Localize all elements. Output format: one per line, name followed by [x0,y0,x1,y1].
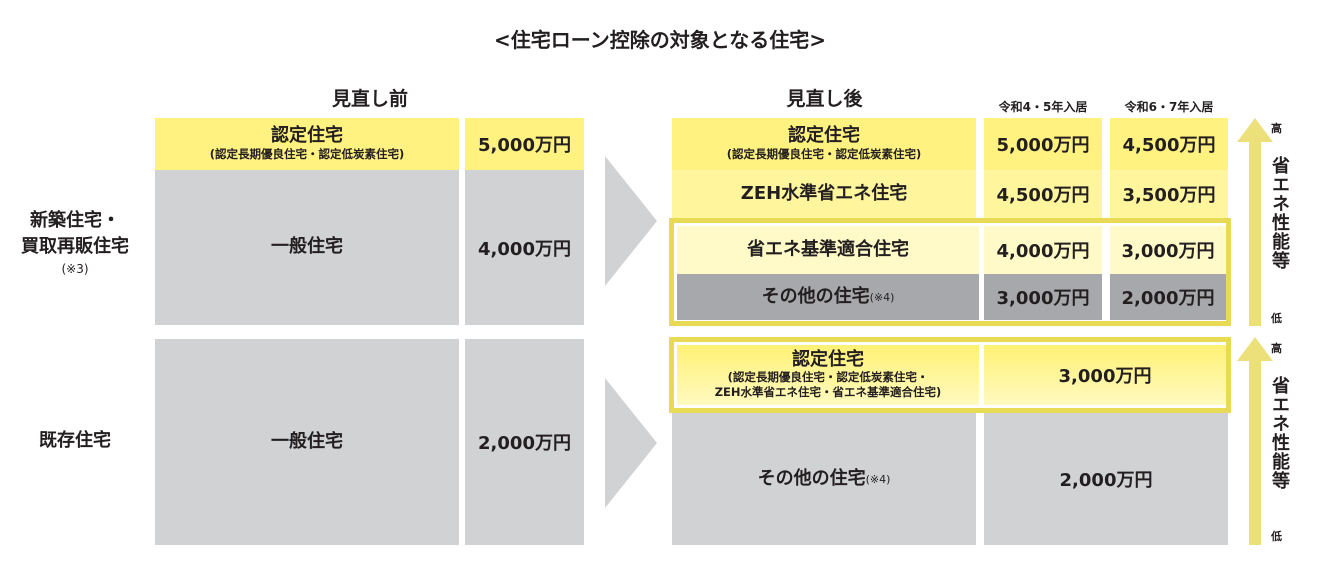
after-other-cell: その他の住宅 (※4) [677,274,979,320]
diagram-title: <住宅ローン控除の対象となる住宅> [494,28,826,52]
after-nintei-label: 認定住宅 [788,125,860,147]
col-header-r6-7: 令和6・7年入居 [1124,100,1214,114]
after-other-r4-5: 3,000万円 [996,288,1090,309]
after-existing-other-cell: その他の住宅 (※4) [672,413,976,545]
after-existing-nintei-price-cell: 3,000万円 [984,345,1226,405]
after-shoene-label: 省エネ基準適合住宅 [747,238,909,260]
transition-arrow-icon [605,156,657,286]
after-shoene-r6-7-cell: 3,000万円 [1110,226,1226,274]
before-existing-general-cell: 一般住宅 [155,339,459,545]
after-existing-highlight-group: 認定住宅 (認定長期優良住宅・認定低炭素住宅・ ZEH水準省エネ住宅・省エネ基準… [669,337,1231,413]
arrow-low-label-existing: 低 [1271,530,1282,543]
before-nintei-price: 5,000万円 [478,135,571,156]
before-nintei-price-cell: 5,000万円 [465,118,584,170]
after-zeh-r6-7-cell: 3,500万円 [1110,170,1228,218]
row-label-new-note: (※3) [61,262,89,277]
energy-performance-arrow-icon-existing [1237,337,1273,545]
after-other-r6-7: 2,000万円 [1121,288,1215,309]
after-other-note: (※4) [869,290,895,304]
after-zeh-r6-7: 3,500万円 [1122,185,1216,206]
after-other-r4-5-cell: 3,000万円 [984,274,1102,320]
after-existing-other-note: (※4) [865,472,891,486]
after-other-label: その他の住宅 [761,285,870,307]
after-zeh-r4-5: 4,500万円 [996,185,1090,206]
energy-performance-arrow-icon [1237,118,1273,326]
after-existing-nintei-cell: 認定住宅 (認定長期優良住宅・認定低炭素住宅・ ZEH水準省エネ住宅・省エネ基準… [677,345,979,405]
arrow-high-label: 高 [1271,122,1282,135]
row-label-new-resale: 新築住宅・ 買取再販住宅 (※3) [0,208,150,279]
after-zeh-r4-5-cell: 4,500万円 [984,170,1102,218]
before-general-price: 4,000万円 [478,238,571,260]
after-nintei-r6-7-cell: 4,500万円 [1110,118,1228,170]
after-nintei-cell: 認定住宅 (認定長期優良住宅・認定低炭素住宅) [672,118,976,170]
before-nintei-cell: 認定住宅 (認定長期優良住宅・認定低炭素住宅) [155,118,459,170]
before-existing-price: 2,000万円 [478,433,571,454]
after-existing-nintei-sub2: ZEH水準省エネ住宅・省エネ基準適合住宅) [714,385,942,400]
after-existing-nintei-label: 認定住宅 [792,348,864,370]
before-nintei-sub: (認定長期優良住宅・認定低炭素住宅) [209,146,405,161]
after-shoene-cell: 省エネ基準適合住宅 [677,226,979,274]
arrow-label-existing: 省エネ性能等 [1269,376,1290,490]
row-label-new-line2: 買取再販住宅 [21,236,129,258]
after-header: 見直し後 [786,88,863,110]
after-shoene-r6-7: 3,000万円 [1121,241,1215,262]
after-shoene-r4-5-cell: 4,000万円 [984,226,1102,274]
arrow-low-label: 低 [1271,312,1282,325]
transition-arrow-icon-existing [605,378,657,508]
after-existing-other-label: その他の住宅 [757,467,866,489]
before-existing-price-cell: 2,000万円 [465,339,584,545]
row-label-existing: 既存住宅 [39,430,111,451]
after-nintei-r4-5-cell: 5,000万円 [984,118,1102,170]
arrow-high-label-existing: 高 [1271,342,1282,355]
after-zeh-label: ZEH水準省エネ住宅 [740,182,908,204]
after-nintei-sub: (認定長期優良住宅・認定低炭素住宅) [726,146,922,161]
before-nintei-label: 認定住宅 [271,125,343,147]
after-new-highlight-group: 省エネ基準適合住宅 4,000万円 3,000万円 その他の住宅 (※4) 3,… [669,218,1231,326]
after-existing-nintei-sub1: (認定長期優良住宅・認定低炭素住宅・ [727,370,929,385]
before-general-price-cell: 4,000万円 [465,170,584,325]
after-nintei-r4-5: 5,000万円 [996,135,1090,156]
arrow-label: 省エネ性能等 [1269,156,1290,270]
before-header: 見直し前 [331,88,408,110]
before-general-cell: 一般住宅 [155,170,459,325]
after-zeh-cell: ZEH水準省エネ住宅 [672,170,976,218]
after-existing-other-price-cell: 2,000万円 [984,413,1228,545]
after-other-r6-7-cell: 2,000万円 [1110,274,1226,320]
col-header-r4-5: 令和4・5年入居 [998,100,1088,114]
after-nintei-r6-7: 4,500万円 [1122,135,1216,156]
after-existing-nintei-price: 3,000万円 [1058,366,1152,387]
row-label-new-line1: 新築住宅・ [30,210,120,231]
after-existing-other-price: 2,000万円 [1059,470,1153,491]
after-shoene-r4-5: 4,000万円 [996,241,1090,262]
before-existing-general-label: 一般住宅 [271,430,343,452]
before-general-label: 一般住宅 [271,236,343,258]
